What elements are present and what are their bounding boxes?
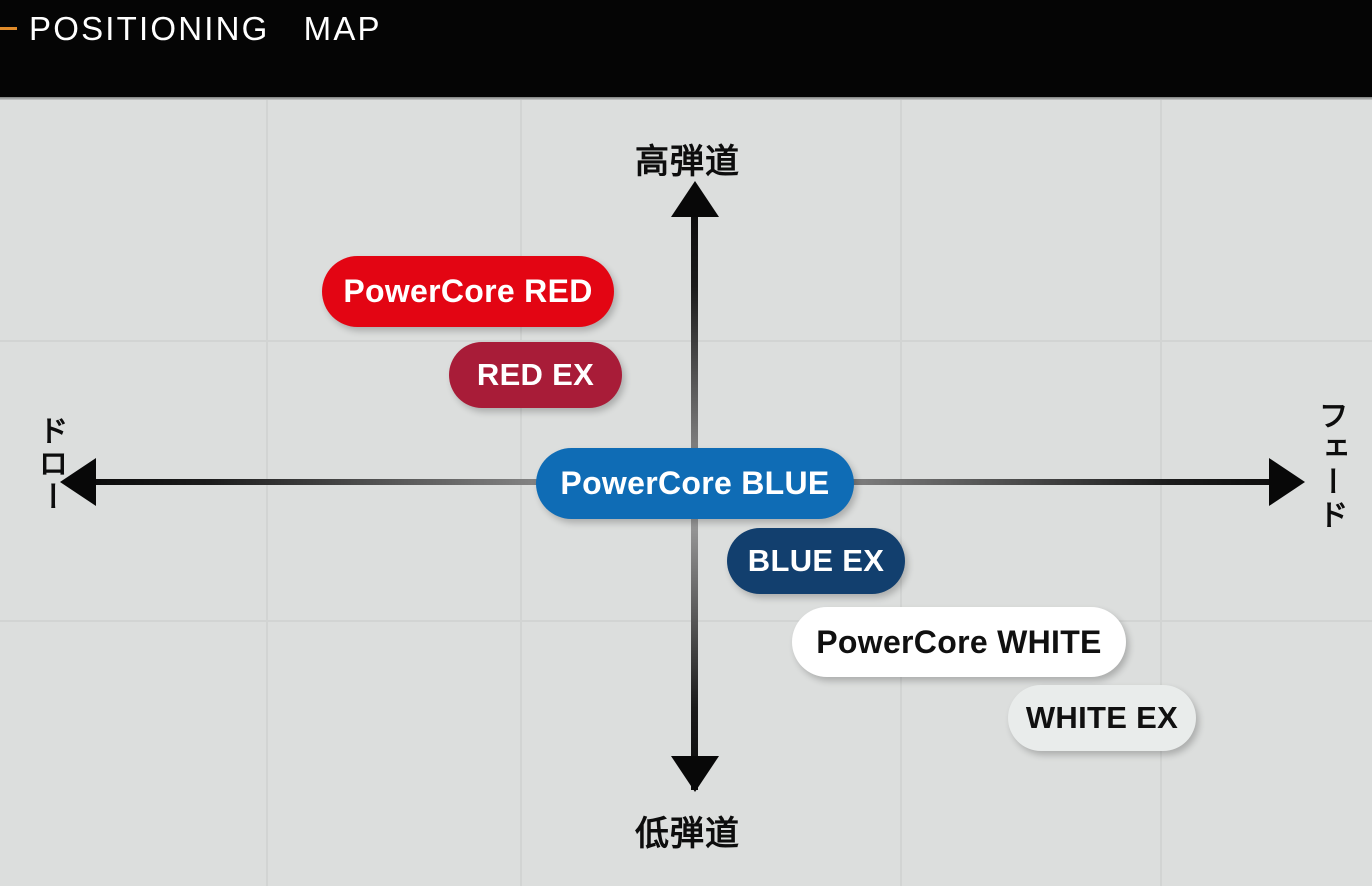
product-pill-powercore-white[interactable]: PowerCore WHITE	[792, 607, 1126, 677]
grid-line-vertical	[266, 100, 268, 886]
grid-line-horizontal	[0, 620, 1372, 622]
axis-label-draw: ドロー	[33, 415, 67, 514]
positioning-map: 高弾道 低弾道 ドロー フェード PowerCore RED RED EX Po…	[0, 100, 1372, 886]
page-header: POSITIONING MAP	[0, 0, 1372, 97]
arrow-left-icon	[60, 458, 96, 506]
product-pill-white-ex[interactable]: WHITE EX	[1008, 685, 1196, 751]
arrow-up-icon	[671, 181, 719, 217]
product-pill-red-ex[interactable]: RED EX	[449, 342, 622, 408]
product-pill-powercore-red[interactable]: PowerCore RED	[322, 256, 614, 327]
arrow-right-icon	[1269, 458, 1305, 506]
header-divider	[0, 97, 1372, 100]
product-pill-blue-ex[interactable]: BLUE EX	[727, 528, 905, 594]
grid-line-horizontal	[0, 340, 1372, 342]
grid-line-vertical	[520, 100, 522, 886]
axis-label-low-trajectory: 低弾道	[635, 815, 740, 853]
page-title: POSITIONING MAP	[29, 10, 382, 47]
product-pill-powercore-blue[interactable]: PowerCore BLUE	[536, 448, 854, 519]
axis-label-fade: フェード	[1313, 400, 1347, 532]
grid-line-vertical	[1160, 100, 1162, 886]
axis-label-high-trajectory: 高弾道	[635, 143, 740, 181]
arrow-down-icon	[671, 756, 719, 792]
accent-dash-icon	[0, 27, 17, 30]
grid-line-vertical	[900, 100, 902, 886]
